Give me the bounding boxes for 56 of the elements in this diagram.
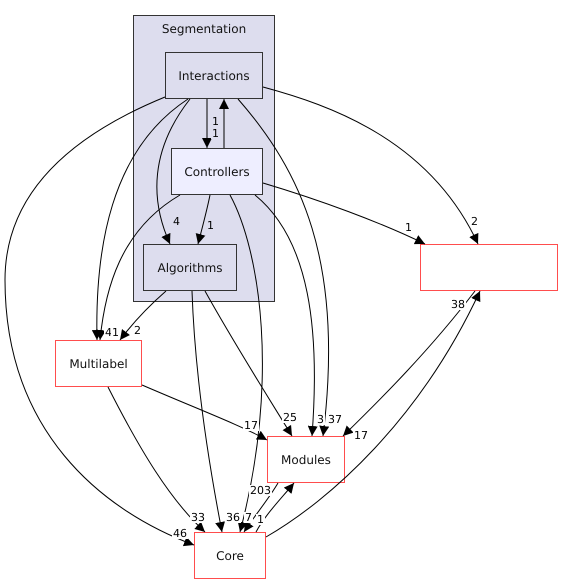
edge-label: 33 [190, 512, 206, 523]
folder-name: Core [216, 548, 244, 562]
folder-name: Interactions [178, 68, 250, 82]
edge-label: 17 [353, 430, 369, 441]
edge-label: 1 [404, 222, 413, 233]
arrow [342, 290, 476, 436]
arrow [238, 98, 330, 436]
edge-label: 2 [133, 325, 142, 336]
edge-label: 25 [282, 412, 298, 423]
arrow [244, 482, 278, 532]
arrow [108, 386, 206, 532]
arrow [219, 98, 229, 148]
folder-name: Algorithms [157, 260, 223, 274]
folder-name: Modules [281, 452, 331, 466]
arrow [4, 96, 194, 546]
arrow [196, 194, 210, 244]
edge-label: 1 [206, 220, 215, 231]
folder-box [171, 148, 263, 195]
edge-label: 37 [327, 414, 343, 425]
arrow [142, 384, 268, 440]
arrow [266, 290, 480, 538]
arrow [156, 98, 190, 244]
edge-label: 38 [450, 299, 466, 310]
arrow [96, 194, 180, 340]
arrow [230, 194, 263, 532]
group-title: Segmentation [162, 22, 246, 36]
arrow [262, 182, 426, 244]
edge-label: 3 [316, 414, 325, 425]
arrow [120, 290, 166, 340]
folder-name: Controllers [184, 164, 250, 178]
edge-label: 203 [249, 485, 272, 496]
edge-label: 36 [225, 512, 241, 523]
arrow [262, 86, 478, 244]
edge-label: 1 [111, 327, 120, 338]
folder-box [143, 244, 237, 291]
edge-label: 2 [470, 216, 479, 227]
folder-box [194, 532, 266, 579]
edge-label: 17 [243, 420, 259, 431]
box-shape [420, 244, 558, 291]
edge-label: 1 [211, 116, 220, 127]
arrow [192, 290, 226, 532]
edge-label: 1 [211, 128, 220, 139]
edge-label: 1 [256, 514, 265, 525]
folder-box [267, 436, 345, 483]
arrow [92, 98, 188, 340]
arrow [202, 98, 212, 148]
group-panel [133, 15, 275, 302]
folder-box [55, 340, 142, 387]
edge-label: 4 [172, 216, 181, 227]
folder-box [165, 52, 263, 99]
arrow [254, 194, 318, 436]
edge-label: 7 [244, 512, 253, 523]
arrow [204, 290, 292, 436]
arrow [256, 482, 294, 532]
edge-label: 46 [172, 528, 188, 539]
folder-name: Multilabel [69, 356, 128, 370]
